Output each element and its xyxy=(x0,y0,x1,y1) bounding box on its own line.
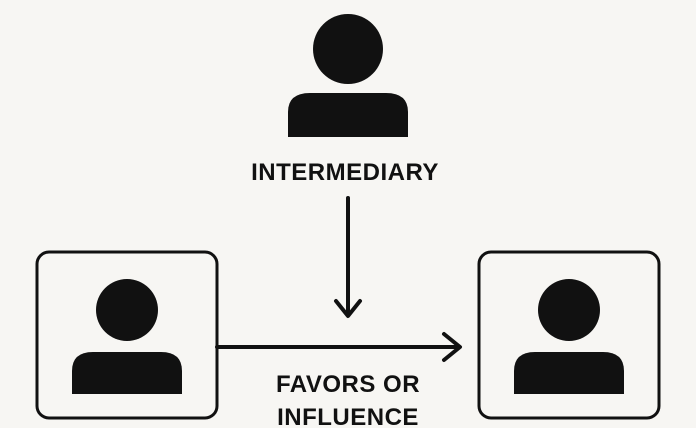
favors-label-line1: FAVORS OR xyxy=(276,371,420,398)
person-icon xyxy=(288,14,408,137)
left-person-node xyxy=(35,250,219,420)
person-icon xyxy=(72,279,182,394)
right-person-box xyxy=(477,250,661,420)
intermediary-label: INTERMEDIARY xyxy=(251,159,439,186)
favors-label-line2: INFLUENCE xyxy=(277,404,419,428)
right-person-node xyxy=(477,250,661,420)
intermediary-node: INTERMEDIARY xyxy=(251,14,439,186)
left-person-box xyxy=(35,250,219,420)
favors-arrow xyxy=(215,332,462,362)
person-icon xyxy=(514,279,624,394)
intermediary-down-arrow xyxy=(334,196,362,318)
